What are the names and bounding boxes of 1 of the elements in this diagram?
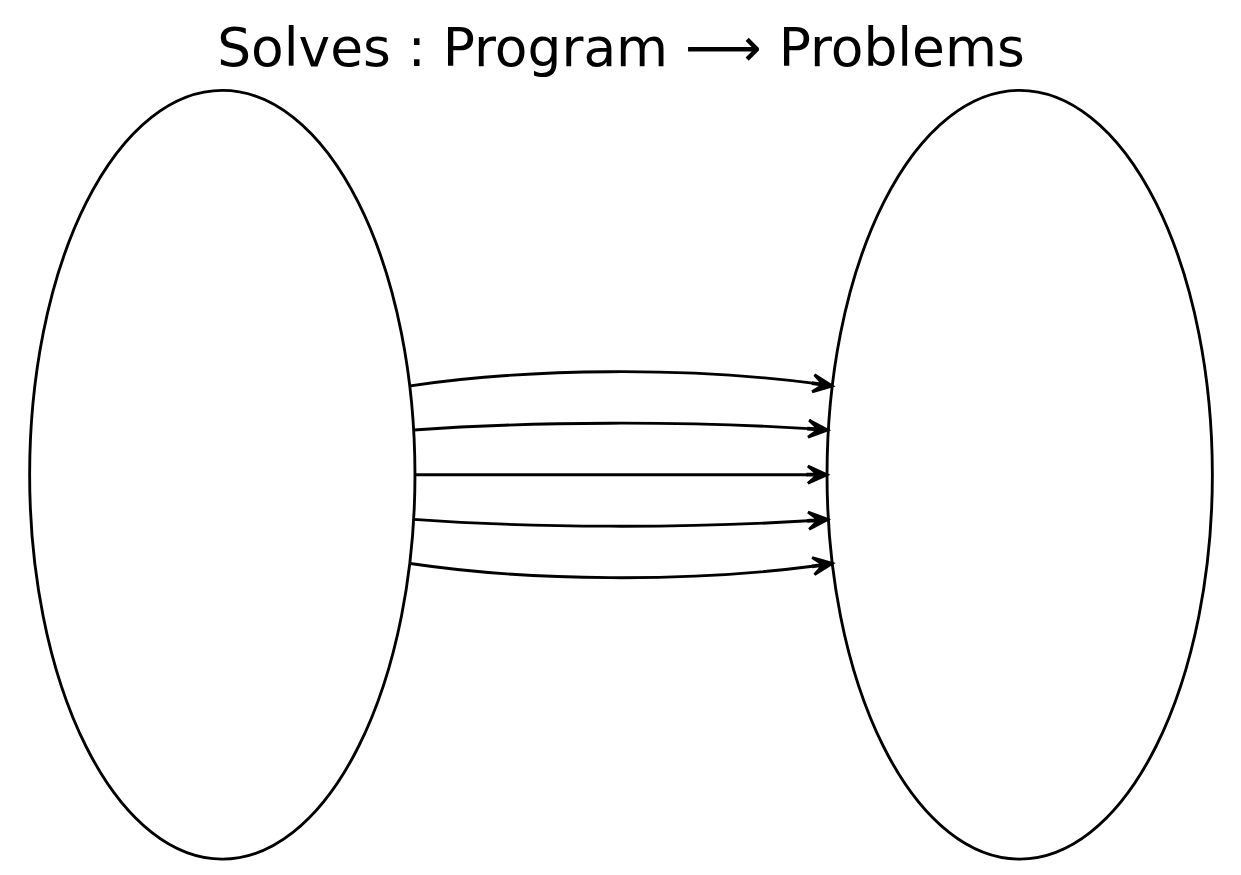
diagram-title: Solves : Program ⟶ Problems — [216, 16, 1025, 80]
